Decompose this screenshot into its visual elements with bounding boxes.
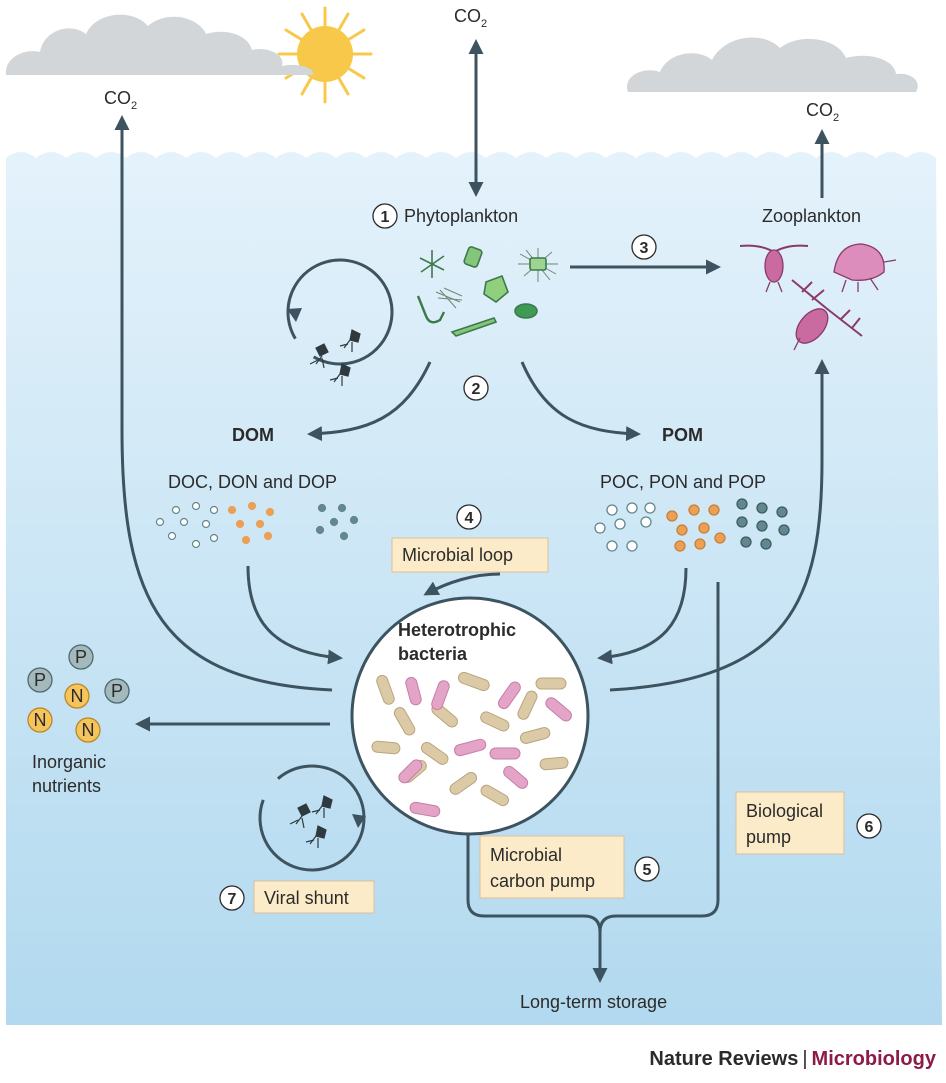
pom-subtitle: POC, PON and POP — [600, 472, 766, 492]
step-4-marker — [456, 504, 482, 530]
dom-subtitle: DOC, DON and DOP — [168, 472, 337, 492]
silicoflagellate-icon — [435, 287, 463, 309]
viral-cycle-top — [286, 258, 394, 366]
svg-text:N: N — [82, 720, 95, 740]
step-3-marker — [631, 234, 657, 260]
svg-text:N: N — [34, 710, 47, 730]
copepod-icon — [739, 244, 809, 293]
step-7-marker — [219, 885, 245, 911]
arrow-phyto-dom — [307, 361, 432, 442]
viral-shunt-box — [253, 880, 375, 914]
arrow-biological-pump — [598, 582, 720, 933]
journal-name: Nature Reviews — [649, 1048, 799, 1070]
step-2-marker — [463, 375, 489, 401]
virus-icon — [289, 803, 311, 829]
virus-icon — [339, 329, 361, 352]
credit-separator: | — [802, 1048, 808, 1070]
bacteria-label-line1: Heterotrophic — [398, 620, 516, 640]
microbial-carbon-pump-line2: carbon pump — [490, 871, 595, 891]
pom-particles — [594, 498, 790, 552]
arrow-pom-bacteria — [597, 567, 688, 665]
nitrogen-molecule: N — [27, 707, 53, 733]
arrow-bacteria-zooplankton — [609, 359, 830, 692]
virus-icon — [305, 825, 327, 848]
long-term-storage-label: Long-term storage — [520, 992, 667, 1012]
phosphorus-molecule: P — [104, 678, 130, 704]
svg-text:P: P — [34, 670, 46, 690]
virus-icon — [309, 343, 329, 369]
inorganic-nutrients-line2: nutrients — [32, 776, 101, 796]
svg-text:P: P — [111, 681, 123, 701]
phosphorus-molecule: P — [68, 644, 94, 670]
svg-text:N: N — [71, 686, 84, 706]
step-4-number: 4 — [465, 510, 474, 527]
viral-shunt-label: Viral shunt — [264, 888, 349, 908]
pennate-diatom-icon — [463, 246, 483, 268]
step-7-number: 7 — [228, 891, 237, 908]
diatom-rod-icon — [450, 317, 498, 337]
virus-icon — [311, 795, 333, 818]
step-2-number: 2 — [472, 381, 481, 398]
arrow-microbial-carbon-pump — [466, 828, 602, 933]
biological-pump-box — [735, 791, 845, 855]
step-5-number: 5 — [643, 862, 652, 879]
step-1-number: 1 — [381, 209, 390, 226]
step-3-number: 3 — [640, 240, 649, 257]
microbial-carbon-pump-box — [479, 835, 625, 899]
journal-section: Microbiology — [811, 1048, 936, 1070]
microbial-loop-label: Microbial loop — [402, 545, 513, 565]
ocean-water — [6, 152, 942, 1025]
arrow-dom-bacteria — [246, 565, 343, 665]
ciliate-icon — [416, 295, 446, 324]
nutrient-molecules: P P P N N N — [27, 644, 130, 743]
step-6-marker — [856, 813, 882, 839]
dom-particles — [155, 501, 359, 549]
step-1-marker — [372, 203, 398, 229]
co2-label-left: CO2 — [104, 88, 137, 112]
dom-title: DOM — [232, 425, 274, 445]
step-6-number: 6 — [865, 819, 874, 836]
biological-pump-line1: Biological — [746, 801, 823, 821]
bacteria-label-line2: bacteria — [398, 644, 468, 664]
zooplankton-label: Zooplankton — [762, 206, 861, 226]
viral-cycle-bottom-arrowhead — [352, 814, 366, 828]
co2-label-top: CO2 — [454, 6, 487, 30]
phytoplankton-group — [416, 246, 558, 337]
centric-diatom-icon — [514, 303, 538, 319]
biological-pump-line2: pump — [746, 827, 791, 847]
journal-credit: Nature Reviews|Microbiology — [649, 1048, 936, 1071]
co2-label-right: CO2 — [806, 100, 839, 124]
svg-text:P: P — [75, 647, 87, 667]
larval-zooplankton-icon — [791, 279, 863, 351]
inorganic-nutrients-line1: Inorganic — [32, 752, 106, 772]
amphipod-icon — [833, 243, 897, 293]
arrow-bacteria-co2 — [114, 115, 333, 692]
step-5-marker — [634, 856, 660, 882]
viral-cycle-top-arrowhead — [287, 308, 302, 322]
virus-group-bottom — [289, 795, 333, 848]
cloud-left — [5, 14, 314, 75]
dinoflagellate-icon — [483, 274, 509, 303]
microbial-carbon-pump-line1: Microbial — [490, 845, 562, 865]
arrow-phyto-pom — [520, 361, 641, 442]
arrow-microbial-loop — [423, 572, 501, 596]
pom-title: POM — [662, 425, 703, 445]
viral-cycle-bottom — [258, 764, 366, 872]
nitrogen-molecule: N — [64, 683, 90, 709]
nitrogen-molecule: N — [75, 717, 101, 743]
sun-icon — [277, 6, 373, 104]
cloud-right — [626, 37, 918, 92]
microbial-loop-box — [391, 537, 549, 573]
virus-group-top — [309, 329, 361, 386]
star-diatom-icon — [419, 250, 445, 278]
virus-icon — [329, 363, 351, 386]
phosphorus-molecule: P — [27, 667, 53, 693]
phytoplankton-label: Phytoplankton — [404, 206, 518, 226]
bacteria-cells — [371, 671, 572, 818]
